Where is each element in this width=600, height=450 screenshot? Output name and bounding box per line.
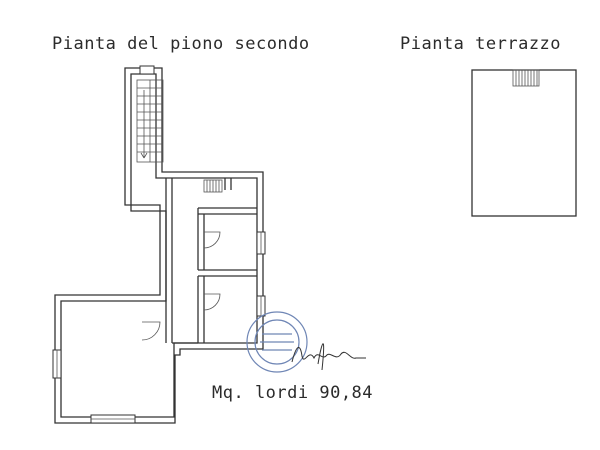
stairs-icon: [136, 79, 164, 163]
outer-wall: [54, 67, 264, 424]
door-swing-icon: [141, 231, 221, 341]
stairs-icon: [203, 179, 223, 193]
terrace-outline: [471, 69, 577, 217]
terrace-plan: [471, 69, 577, 217]
signature-icon: [291, 343, 366, 371]
area-note: Mq. lordi 90,84: [212, 383, 373, 403]
official-stamp-icon: [246, 311, 308, 373]
second-floor-title: Pianta del piono secondo: [52, 34, 310, 54]
terrace-title: Pianta terrazzo: [400, 34, 561, 54]
window-icon: [139, 65, 155, 75]
partition-walls: [165, 178, 257, 344]
inner-wall: [60, 73, 258, 418]
second-floor-plan: [52, 65, 266, 424]
stairs-icon: [512, 69, 540, 87]
